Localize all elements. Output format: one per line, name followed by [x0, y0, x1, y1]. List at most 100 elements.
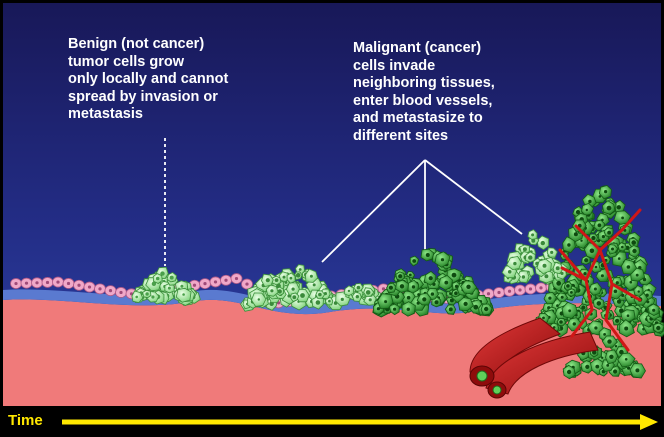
cell-nucleus — [542, 317, 545, 320]
cell-nucleus — [584, 258, 588, 262]
benign-caption-line: metastasis — [68, 106, 228, 124]
benign-caption-line: spread by invasion or — [68, 89, 228, 107]
time-axis — [0, 406, 664, 437]
cell-nucleus — [601, 274, 604, 277]
cell-nucleus — [528, 255, 532, 259]
cell-nucleus — [422, 297, 426, 301]
malignant-caption-line: different sites — [353, 128, 495, 146]
cell-nucleus — [594, 288, 597, 291]
malignant-caption-line: neighboring tissues, — [353, 75, 495, 93]
cell-nucleus — [67, 282, 70, 285]
cell-nucleus — [407, 308, 410, 311]
cell-nucleus — [531, 233, 534, 236]
cell-nucleus — [529, 287, 532, 290]
cell-nucleus — [597, 301, 602, 306]
cell-nucleus — [449, 307, 453, 311]
cell-nucleus — [151, 295, 154, 298]
cell-nucleus — [135, 296, 138, 299]
metastatic-cell-in-vessel — [493, 386, 501, 394]
cell-nucleus — [46, 281, 49, 284]
cell-nucleus — [180, 285, 183, 288]
cell-nucleus — [617, 205, 621, 209]
cell-nucleus — [88, 285, 91, 288]
cell-nucleus — [454, 291, 458, 295]
cell-nucleus — [389, 286, 393, 290]
metastatic-cell-in-vessel — [477, 371, 487, 381]
cell-nucleus — [583, 272, 586, 275]
cell-nucleus — [98, 287, 101, 290]
cell-nucleus — [630, 281, 633, 284]
cell-nucleus — [348, 290, 350, 292]
cell-nucleus — [627, 314, 630, 317]
cell-nucleus — [574, 232, 578, 236]
cell-nucleus — [235, 277, 238, 280]
cell-nucleus — [412, 259, 416, 263]
malignant-caption: Malignant (cancer) cells invade neighbor… — [353, 40, 495, 145]
cell-nucleus — [518, 288, 521, 291]
cell-nucleus — [409, 274, 412, 277]
cell-nucleus — [25, 282, 28, 285]
malignant-caption-line: enter blood vessels, — [353, 93, 495, 111]
cell-nucleus — [14, 282, 17, 285]
cell-nucleus — [636, 274, 639, 277]
cell-nucleus — [56, 280, 59, 283]
cell-nucleus — [290, 277, 293, 280]
cell-nucleus — [624, 327, 628, 331]
cell-nucleus — [487, 292, 490, 295]
cell-nucleus — [550, 251, 553, 254]
cell-nucleus — [590, 249, 595, 254]
cell-nucleus — [299, 268, 302, 271]
cell-nucleus — [556, 266, 560, 270]
cell-nucleus — [561, 296, 564, 299]
benign-caption: Benign (not cancer) tumor cells grow onl… — [68, 36, 228, 124]
cell-nucleus — [283, 276, 286, 279]
cell-nucleus — [580, 240, 582, 242]
cell-nucleus — [615, 319, 619, 323]
cell-nucleus — [609, 355, 613, 359]
cell-nucleus — [607, 231, 611, 235]
cell-nucleus — [258, 298, 260, 300]
cell-nucleus — [444, 281, 448, 285]
cell-nucleus — [300, 293, 305, 298]
cell-nucleus — [615, 345, 617, 347]
cell-nucleus — [556, 281, 561, 286]
cell-nucleus — [573, 322, 576, 325]
cell-nucleus — [407, 296, 411, 300]
cell-nucleus — [604, 190, 607, 193]
cell-nucleus — [393, 308, 396, 311]
cell-nucleus — [384, 300, 387, 303]
cell-nucleus — [182, 293, 185, 296]
cell-nucleus — [613, 369, 617, 373]
cell-nucleus — [452, 273, 457, 278]
cell-nucleus — [292, 295, 296, 299]
cell-nucleus — [193, 284, 196, 287]
cell-nucleus — [625, 358, 628, 361]
cell-nucleus — [412, 285, 415, 288]
cell-nucleus — [466, 285, 470, 289]
cell-nucleus — [426, 253, 430, 257]
cell-nucleus — [316, 300, 321, 305]
cell-nucleus — [543, 264, 547, 268]
cell-nucleus — [585, 365, 589, 369]
cell-nucleus — [170, 276, 174, 280]
cell-nucleus — [431, 292, 434, 295]
benign-caption-line: tumor cells grow — [68, 54, 228, 72]
cell-nucleus — [638, 290, 640, 292]
cell-nucleus — [594, 326, 597, 329]
cell-nucleus — [270, 289, 273, 292]
cell-nucleus — [603, 333, 606, 336]
cell-nucleus — [598, 223, 602, 227]
cell-nucleus — [168, 287, 171, 290]
cell-nucleus — [508, 270, 512, 274]
cell-nucleus — [621, 246, 624, 249]
cell-nucleus — [591, 236, 595, 240]
cell-nucleus — [508, 290, 511, 293]
cell-nucleus — [156, 277, 160, 281]
cell-nucleus — [318, 293, 322, 297]
cell-nucleus — [119, 291, 122, 294]
cell-nucleus — [35, 281, 38, 284]
cell-nucleus — [224, 279, 227, 282]
cell-nucleus — [377, 307, 380, 310]
cell-nucleus — [568, 309, 571, 312]
